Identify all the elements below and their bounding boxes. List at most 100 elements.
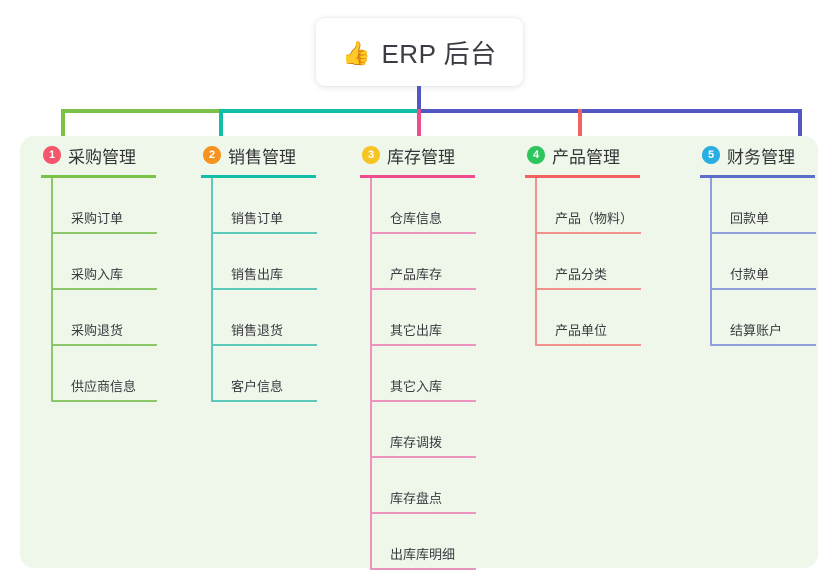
branch-badge-3: 3	[362, 146, 380, 164]
branch-items-3: 仓库信息产品库存其它出库其它入库库存调拨库存盘点出库库明细	[360, 178, 520, 570]
leaf-item-label: 仓库信息	[390, 211, 443, 226]
leaf-item-rule	[710, 344, 816, 346]
branch-badge-5: 5	[702, 146, 720, 164]
branch-spine-1	[51, 178, 53, 402]
mindmap-panel: 1 采购管理 采购订单采购入库采购退货供应商信息 2 销售管理 销售订单销售出库…	[20, 136, 818, 570]
leaf-item[interactable]: 采购退货	[41, 290, 201, 346]
leaf-item-rule	[370, 568, 476, 570]
branch-spine-4	[535, 178, 537, 346]
branch-stem-3	[417, 109, 421, 143]
branch-items-2: 销售订单销售出库销售退货客户信息	[201, 178, 361, 402]
branch-title-2: 销售管理	[228, 147, 296, 167]
root-node-label-wrap: 👍 ERP 后台	[342, 34, 496, 71]
leaf-item-label: 产品分类	[555, 267, 608, 282]
branch-rule-3	[360, 175, 475, 178]
branch-badge-1: 1	[43, 146, 61, 164]
leaf-item[interactable]: 销售退货	[201, 290, 361, 346]
root-node-label: ERP 后台	[381, 38, 497, 69]
leaf-item-rule	[211, 344, 317, 346]
branch-spine-2	[211, 178, 213, 402]
bus-segment-green	[61, 109, 219, 113]
root-node[interactable]: 👍 ERP 后台	[316, 18, 523, 86]
bus-segment-blue	[417, 109, 802, 113]
branch-spine-3	[370, 178, 372, 570]
leaf-item[interactable]: 仓库信息	[360, 178, 520, 234]
leaf-item[interactable]: 库存盘点	[360, 458, 520, 514]
leaf-item[interactable]: 产品分类	[525, 234, 685, 290]
leaf-item-rule	[211, 400, 317, 402]
leaf-item[interactable]: 库存调拨	[360, 402, 520, 458]
leaf-item-rule	[51, 400, 157, 402]
branch-header-3[interactable]: 3 库存管理	[360, 136, 520, 174]
leaf-item-rule	[535, 232, 641, 234]
leaf-item-rule	[710, 288, 816, 290]
branch-stem-1	[61, 109, 65, 143]
leaf-item-label: 回款单	[730, 211, 770, 226]
leaf-item-label: 销售订单	[231, 211, 284, 226]
branch-spine-5	[710, 178, 712, 346]
branch-badge-4: 4	[527, 146, 545, 164]
branch-title-1: 采购管理	[68, 147, 136, 167]
leaf-item[interactable]: 客户信息	[201, 346, 361, 402]
leaf-item[interactable]: 付款单	[700, 234, 839, 290]
leaf-item-label: 销售退货	[231, 323, 284, 338]
leaf-item[interactable]: 回款单	[700, 178, 839, 234]
leaf-item-rule	[51, 344, 157, 346]
leaf-item-rule	[211, 288, 317, 290]
leaf-item-label: 产品单位	[555, 323, 608, 338]
leaf-item[interactable]: 采购入库	[41, 234, 201, 290]
leaf-item-rule	[370, 344, 476, 346]
bus-segment-teal	[219, 109, 417, 113]
leaf-item-label: 销售出库	[231, 267, 284, 282]
leaf-item-label: 结算账户	[730, 323, 783, 338]
leaf-item-rule	[370, 232, 476, 234]
leaf-item[interactable]: 供应商信息	[41, 346, 201, 402]
branch-rule-4	[525, 175, 640, 178]
branch-column-1: 1 采购管理 采购订单采购入库采购退货供应商信息	[41, 136, 201, 402]
branch-items-4: 产品（物料） 产品分类产品单位	[525, 178, 685, 346]
branch-header-4[interactable]: 4 产品管理	[525, 136, 685, 174]
leaf-item-rule	[710, 232, 816, 234]
branch-title-5: 财务管理	[727, 147, 795, 167]
leaf-item[interactable]: 销售出库	[201, 234, 361, 290]
leaf-item[interactable]: 结算账户	[700, 290, 839, 346]
leaf-item[interactable]: 采购订单	[41, 178, 201, 234]
branch-items-1: 采购订单采购入库采购退货供应商信息	[41, 178, 201, 402]
leaf-item-label: 供应商信息	[71, 379, 137, 394]
leaf-item[interactable]: 其它出库	[360, 290, 520, 346]
branch-header-2[interactable]: 2 销售管理	[201, 136, 361, 174]
branch-column-3: 3 库存管理 仓库信息产品库存其它出库其它入库库存调拨库存盘点出库库明细	[360, 136, 520, 570]
branch-title-4: 产品管理	[552, 147, 620, 167]
thumbs-up-icon: 👍	[342, 39, 372, 66]
branch-header-5[interactable]: 5 财务管理	[700, 136, 839, 174]
leaf-item-rule	[370, 512, 476, 514]
leaf-item-label: 采购退货	[71, 323, 124, 338]
leaf-item[interactable]: 产品库存	[360, 234, 520, 290]
branch-rule-5	[700, 175, 815, 178]
leaf-item-label: 采购入库	[71, 267, 124, 282]
branch-rule-1	[41, 175, 156, 178]
leaf-item[interactable]: 销售订单	[201, 178, 361, 234]
root-connector-stem	[417, 86, 421, 111]
leaf-item[interactable]: 其它入库	[360, 346, 520, 402]
leaf-item-label: 出库库明细	[390, 547, 456, 562]
branch-column-5: 5 财务管理 回款单付款单结算账户	[700, 136, 839, 346]
leaf-item-label: 采购订单	[71, 211, 124, 226]
branch-title-3: 库存管理	[387, 147, 455, 167]
leaf-item-rule	[535, 344, 641, 346]
branch-stem-2	[219, 109, 223, 143]
leaf-item-rule	[370, 400, 476, 402]
leaf-item[interactable]: 出库库明细	[360, 514, 520, 570]
branch-items-5: 回款单付款单结算账户	[700, 178, 839, 346]
leaf-item-label: 付款单	[730, 267, 770, 282]
leaf-item-label: 产品（物料）	[555, 211, 634, 226]
leaf-item-rule	[211, 232, 317, 234]
leaf-item-rule	[51, 288, 157, 290]
leaf-item[interactable]: 产品单位	[525, 290, 685, 346]
leaf-item-label: 产品库存	[390, 267, 443, 282]
leaf-item-rule	[51, 232, 157, 234]
leaf-item[interactable]: 产品（物料）	[525, 178, 685, 234]
leaf-item-label: 客户信息	[231, 379, 284, 394]
branch-header-1[interactable]: 1 采购管理	[41, 136, 201, 174]
